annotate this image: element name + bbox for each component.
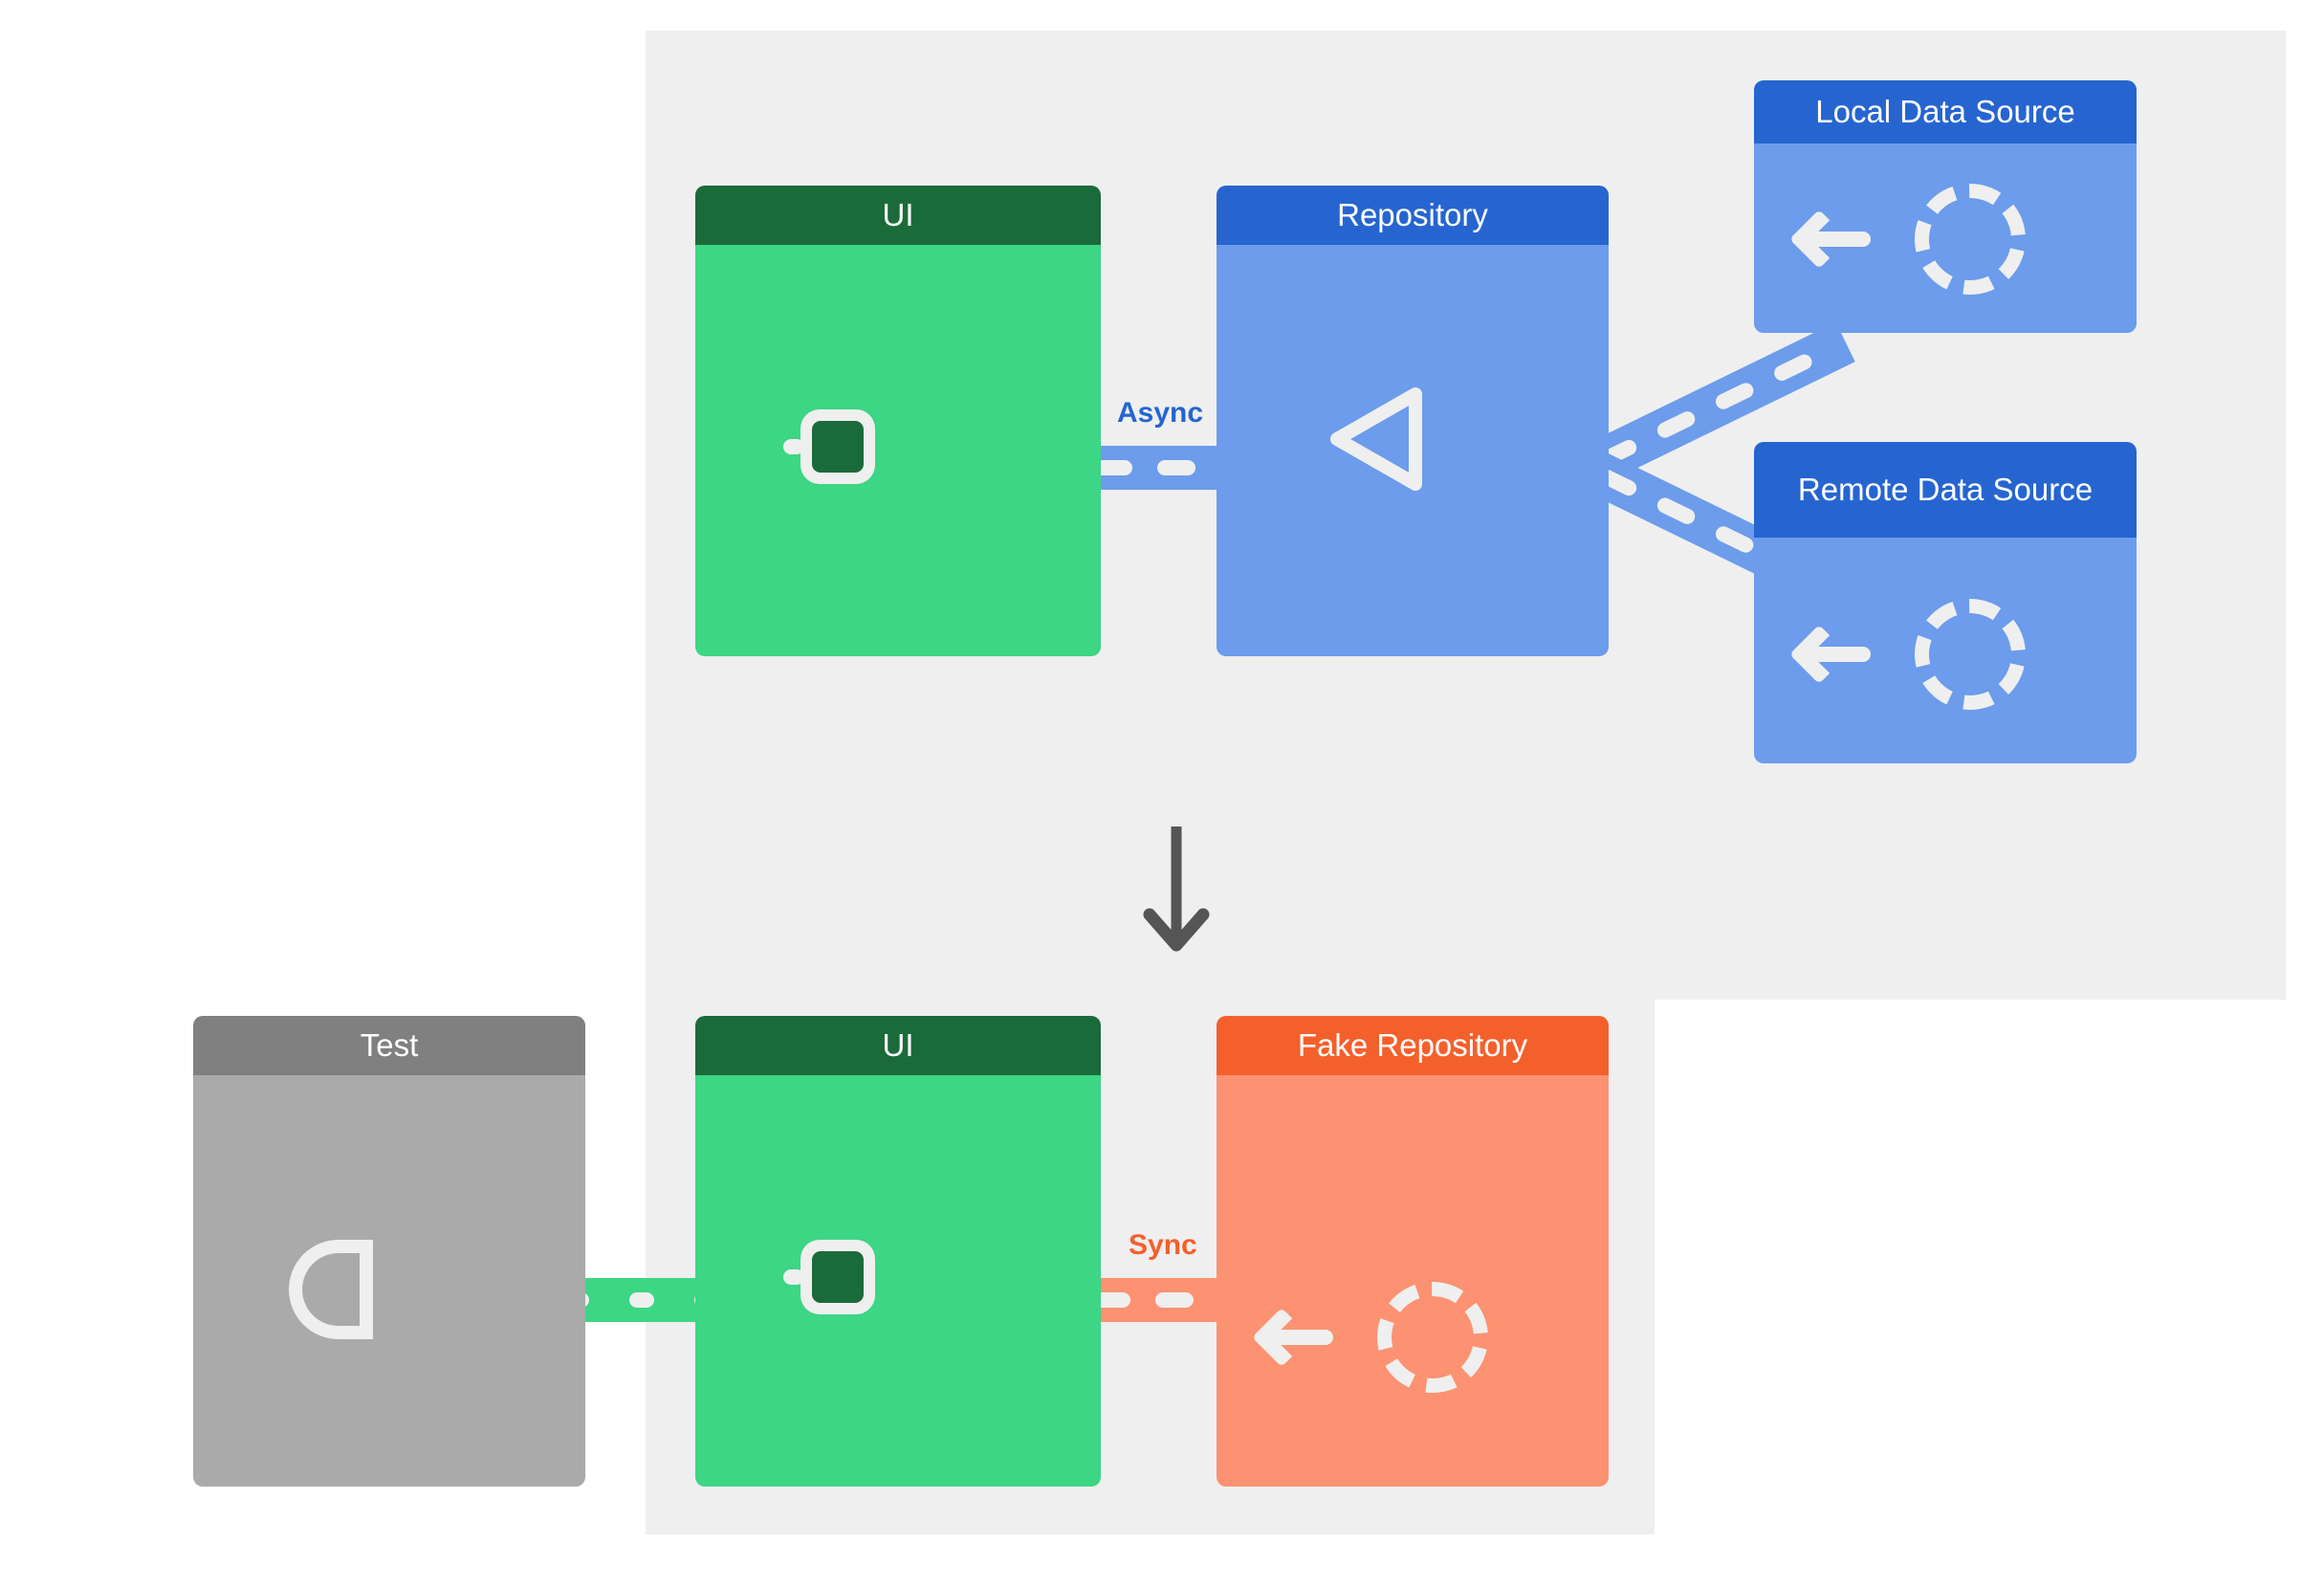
- local-data-source-component[interactable]: Local Data Source: [1754, 80, 2137, 333]
- test-component-body: [193, 1075, 585, 1487]
- arrow-left-icon: [1785, 210, 1871, 268]
- ui-component-test[interactable]: UI: [695, 1016, 1101, 1487]
- required-interface-socket-icon: [289, 1240, 373, 1339]
- ui-component-test-body: [695, 1075, 1101, 1487]
- fake-repository-title: Fake Repository: [1217, 1016, 1609, 1075]
- ui-component-production-body: [695, 245, 1101, 656]
- arrow-left-icon: [1247, 1309, 1333, 1366]
- local-data-source-body: [1754, 143, 2137, 333]
- downward-flow-arrow: [1138, 825, 1215, 959]
- provided-interface-port-icon: [800, 409, 875, 484]
- fake-repository-body: [1217, 1075, 1609, 1487]
- dashed-circle-data-store-icon: [1915, 599, 2026, 710]
- fake-repository-component[interactable]: Fake Repository: [1217, 1016, 1609, 1487]
- repository-component-title: Repository: [1217, 186, 1609, 245]
- arrow-left-icon: [1785, 626, 1871, 683]
- test-component[interactable]: Test: [193, 1016, 585, 1487]
- remote-data-source-component[interactable]: Remote Data Source: [1754, 442, 2137, 763]
- async-edge-label: Async: [1117, 397, 1204, 429]
- provided-interface-port-nub-icon: [783, 439, 804, 454]
- sync-edge-label: Sync: [1129, 1229, 1197, 1261]
- remote-data-source-title: Remote Data Source: [1754, 442, 2137, 538]
- dashed-circle-data-store-icon: [1377, 1282, 1488, 1393]
- provided-interface-port-nub-icon: [783, 1269, 804, 1285]
- ui-component-production[interactable]: UI: [695, 186, 1101, 656]
- local-data-source-title: Local Data Source: [1754, 80, 2137, 143]
- ui-component-test-title: UI: [695, 1016, 1101, 1075]
- remote-data-source-body: [1754, 538, 2137, 763]
- ui-component-production-title: UI: [695, 186, 1101, 245]
- repository-component-body: [1217, 245, 1609, 656]
- triangle-left-dispatch-icon: [1327, 386, 1423, 492]
- dashed-circle-data-store-icon: [1915, 184, 2026, 295]
- test-component-title: Test: [193, 1016, 585, 1075]
- repository-component[interactable]: Repository: [1217, 186, 1609, 656]
- provided-interface-port-icon: [800, 1240, 875, 1314]
